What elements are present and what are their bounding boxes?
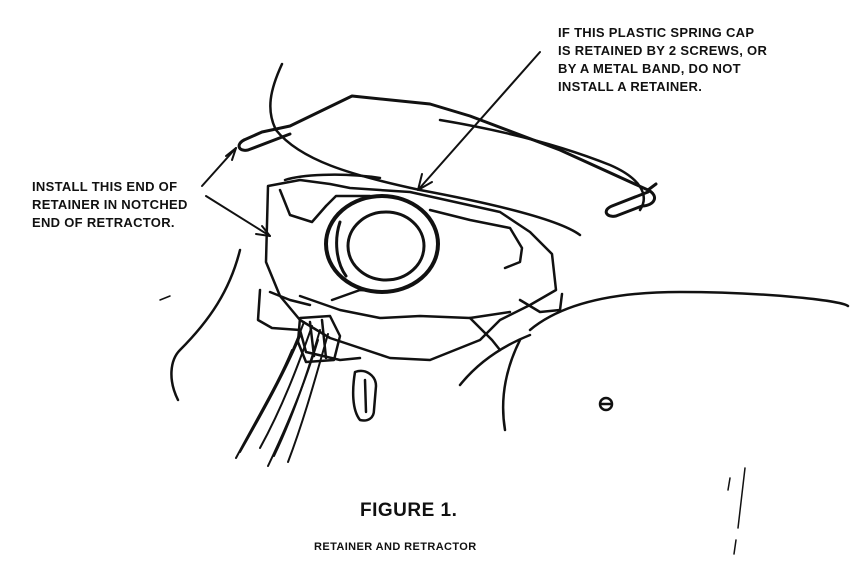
connector-block bbox=[296, 314, 342, 364]
spring-cap-callout: IF THIS PLASTIC SPRING CAP IS RETAINED B… bbox=[558, 24, 767, 96]
seat-belt-webbing bbox=[235, 321, 329, 467]
bolt-head bbox=[598, 396, 614, 412]
retractor-housing bbox=[256, 178, 564, 362]
callout-line: RETAINER IN NOTCHED bbox=[32, 197, 188, 212]
body-panel-outline bbox=[170, 62, 850, 432]
callout-line: INSTALL A RETAINER. bbox=[558, 79, 703, 94]
callout-line: BY A METAL BAND, DO NOT bbox=[558, 61, 741, 76]
retainer-wire bbox=[237, 94, 658, 218]
leader-arrows bbox=[201, 51, 541, 237]
callout-line: IF THIS PLASTIC SPRING CAP bbox=[558, 25, 755, 40]
mounting-tab bbox=[351, 369, 378, 422]
scan-marks bbox=[159, 295, 746, 555]
figure-title: FIGURE 1. bbox=[360, 500, 458, 521]
figure-caption: RETAINER AND RETRACTOR bbox=[314, 541, 477, 553]
callout-line: INSTALL THIS END OF bbox=[32, 179, 178, 194]
spring-cap bbox=[324, 194, 440, 294]
callout-line: END OF RETRACTOR. bbox=[32, 215, 175, 230]
callout-line: IS RETAINED BY 2 SCREWS, OR bbox=[558, 43, 768, 58]
retainer-end-callout: INSTALL THIS END OF RETAINER IN NOTCHED … bbox=[32, 178, 188, 232]
